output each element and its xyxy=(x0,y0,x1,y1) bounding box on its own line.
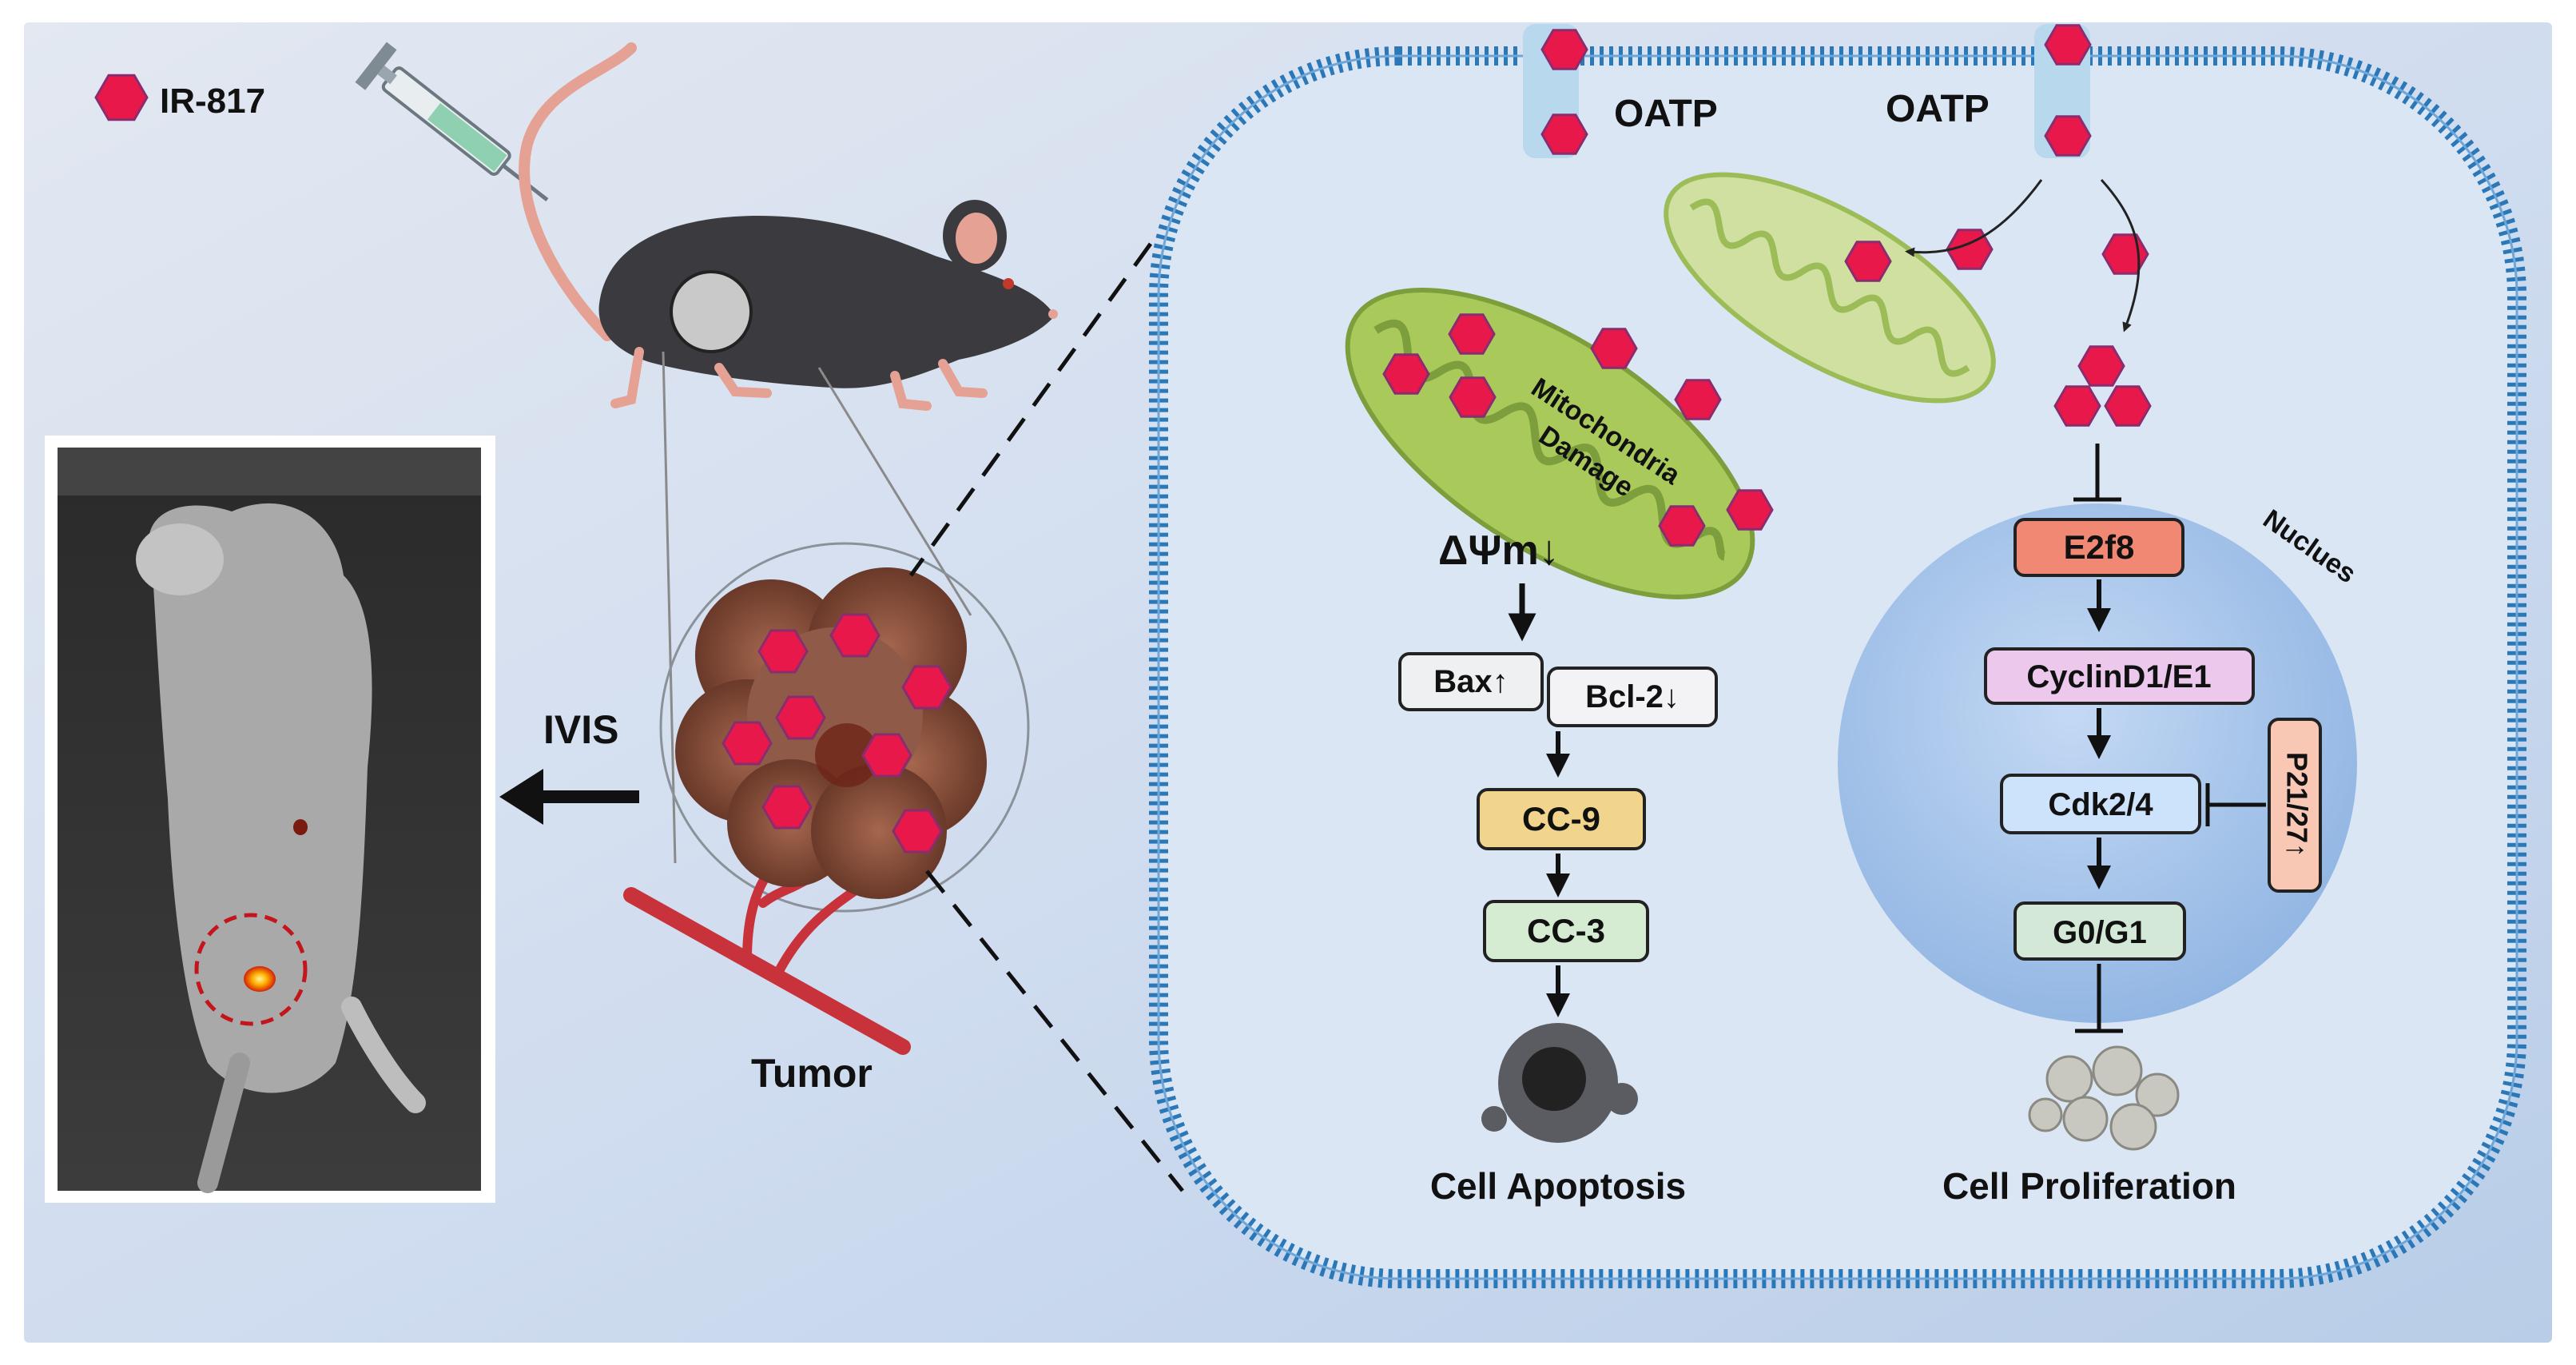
syringe-icon xyxy=(355,42,549,202)
ivis-tumor-signal xyxy=(244,966,276,992)
g0g1-box xyxy=(2013,901,2186,961)
cyclin-box xyxy=(1984,647,2255,705)
mouse-eye xyxy=(1003,278,1014,289)
cell-zoom-line-top xyxy=(908,242,1153,577)
tumor-ir817-hexagon xyxy=(722,721,773,766)
cdk-label: Cdk2/4 xyxy=(2048,787,2153,822)
cell-ir817-group xyxy=(1382,24,2152,547)
cell-ir817-hexagon xyxy=(2104,385,2152,427)
tumor-illustration xyxy=(623,542,1030,1055)
tumor-ir817-hexagon xyxy=(757,629,809,674)
cell-ir817-hexagon xyxy=(1540,29,1588,70)
mouse-leg-front-2 xyxy=(938,359,988,398)
nucleus xyxy=(1838,503,2357,1023)
cyclin-label: CyclinD1/E1 xyxy=(2026,659,2211,694)
blood-vessel xyxy=(623,887,911,1055)
membrane-potential-label: ΔΨm↓ xyxy=(1438,527,1560,574)
mouse-leg-front xyxy=(890,371,932,411)
cc9-box xyxy=(1477,788,1646,850)
cell-ir817-hexagon xyxy=(1540,113,1588,155)
tumor-ir817-hexagon xyxy=(861,733,912,778)
bcl2-box xyxy=(1547,667,1718,727)
tumor-ir817-hexagon xyxy=(775,695,826,740)
apoptotic-cell-icon xyxy=(1481,1023,1638,1143)
cell-ir817-hexagon xyxy=(1590,328,1638,369)
mouse-tail xyxy=(519,42,637,341)
cell-ir817-hexagon xyxy=(2101,233,2149,275)
cell-ir817-hexagon xyxy=(1674,379,1722,420)
cell-ir817-hexagon xyxy=(1844,241,1892,282)
bcl2-label: Bcl-2↓ xyxy=(1585,679,1680,714)
cell-membrane-outline xyxy=(1157,54,2518,1280)
tumor-nucleus xyxy=(815,723,879,787)
cell-ir817-hexagon xyxy=(2077,345,2125,387)
mouse-leg-back-2 xyxy=(714,363,772,398)
ivis-image xyxy=(45,436,495,1203)
mouse-nose xyxy=(1048,309,1058,319)
cell-zoom-line-bottom xyxy=(925,870,1184,1192)
mouse-illustration xyxy=(519,42,1058,411)
mouse-ear-inner xyxy=(956,213,997,264)
uptake-arrow-nucleus xyxy=(2100,178,2141,332)
cell-ir817-hexagon xyxy=(1448,313,1496,355)
tumor-ir817-hexagon xyxy=(761,785,813,830)
ivis-tumor-circle xyxy=(194,913,308,1026)
legend-label: IR-817 xyxy=(160,82,265,121)
tumor-site-marker xyxy=(670,270,753,353)
ivis-mouse-ear xyxy=(136,523,224,595)
oatp-label-right: OATP xyxy=(1886,88,1990,130)
cell-ir817-hexagon xyxy=(2044,24,2092,66)
cell-ir817-hexagon xyxy=(1726,489,1774,531)
bax-box xyxy=(1398,652,1544,711)
cell-ir817-hexagon xyxy=(1658,505,1706,547)
oatp-label-left: OATP xyxy=(1614,93,1718,135)
tumor-ir817-hexagon xyxy=(892,809,943,854)
ivis-mouse-body xyxy=(149,503,372,1093)
tumor-label: Tumor xyxy=(751,1051,873,1096)
ivis-arrow xyxy=(499,769,639,825)
bax-label: Bax↑ xyxy=(1433,664,1508,699)
ivis-mouse-tail xyxy=(197,1053,250,1193)
apoptosis-label: Cell Apoptosis xyxy=(1430,1165,1686,1207)
ir817-legend-hexagon xyxy=(94,74,149,121)
cdk-box xyxy=(2000,774,2201,834)
cell-ir817-hexagon xyxy=(1382,353,1430,395)
cc3-label: CC-3 xyxy=(1527,912,1605,949)
tumor-ir817-hexagon xyxy=(829,613,881,658)
cell-ir817-hexagon xyxy=(2053,385,2101,427)
ivis-small-spot xyxy=(293,819,308,835)
tumor-zoom-circle xyxy=(659,542,1030,913)
ivis-mouse-leg xyxy=(341,997,426,1113)
tumor-ir817-group xyxy=(722,613,952,854)
p21-box xyxy=(2268,718,2322,893)
ivis-label: IVIS xyxy=(543,707,618,752)
cc9-label: CC-9 xyxy=(1522,800,1600,838)
cell-ir817-hexagon xyxy=(1449,376,1497,418)
tumor-ir817-hexagon xyxy=(901,665,952,710)
p21-label: P21/27↑ xyxy=(2280,752,2313,858)
ivis-top-bar xyxy=(58,448,481,495)
proliferating-cells-icon xyxy=(2028,1045,2180,1151)
cc3-box xyxy=(1483,900,1649,962)
e2f8-box xyxy=(2013,518,2184,577)
mouse-leg-back xyxy=(610,347,644,408)
e2f8-label: E2f8 xyxy=(2064,528,2135,566)
mitochondrion-small xyxy=(1664,172,1996,404)
uptake-arrow-mito xyxy=(1905,179,2043,257)
cell-ir817-hexagon xyxy=(2044,115,2092,157)
g0g1-label: G0/G1 xyxy=(2053,915,2147,950)
legend: IR-817 xyxy=(94,74,265,121)
tumor-cell-6 xyxy=(811,763,947,899)
zoom-line-left xyxy=(662,351,677,864)
proliferation-label: Cell Proliferation xyxy=(1942,1165,2236,1207)
